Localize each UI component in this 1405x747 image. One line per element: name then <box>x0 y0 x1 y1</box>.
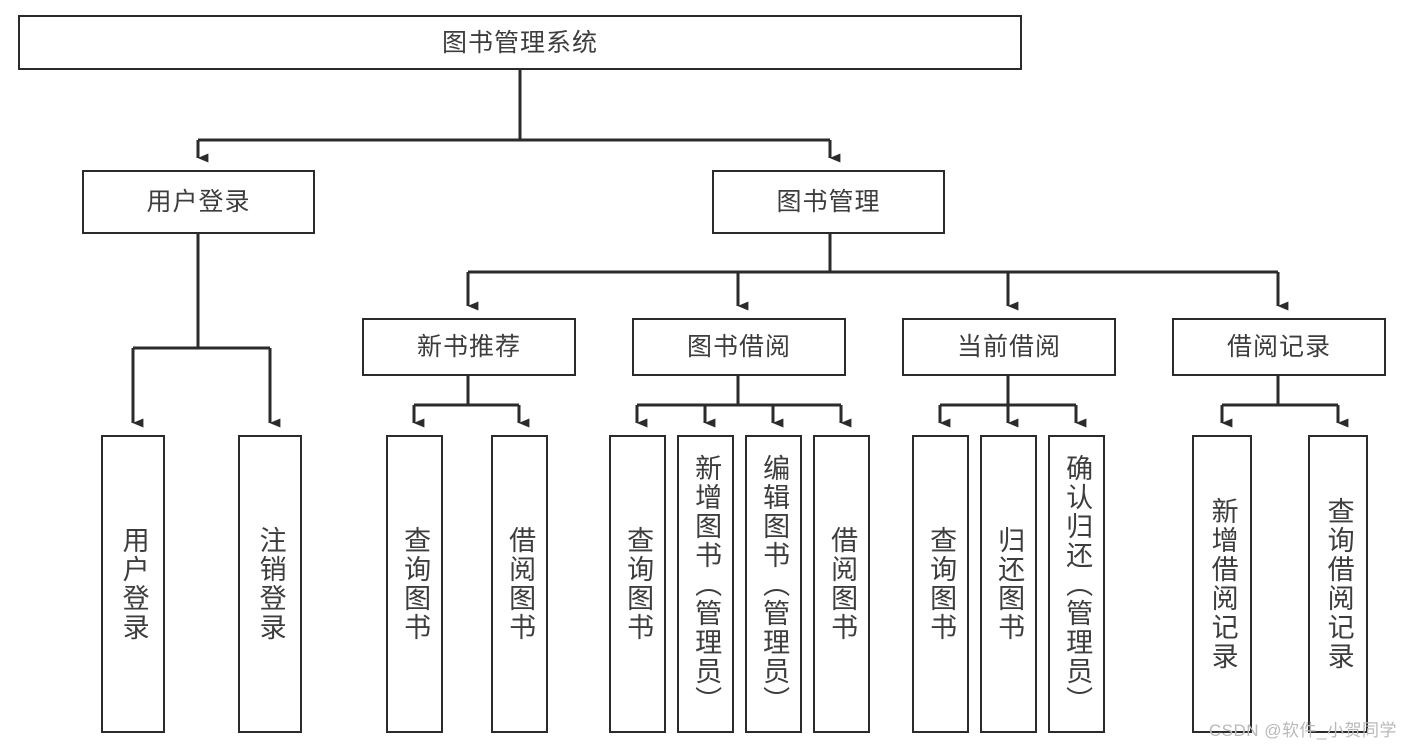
leaf-new-book-query[interactable]: 查询图书 <box>386 435 443 733</box>
node-book-management[interactable]: 图书管理 <box>712 170 945 234</box>
leaf-book-borrow-query[interactable]: 查询图书 <box>609 435 666 733</box>
leaf-current-borrow-query[interactable]: 查询图书 <box>912 435 969 733</box>
connectors-newbook-to-leaves <box>412 376 530 428</box>
node-user-login[interactable]: 用户登录 <box>82 170 315 234</box>
leaf-borrow-record-add[interactable]: 新增借阅记录 <box>1192 435 1252 733</box>
leaf-borrow-record-query[interactable]: 查询借阅记录 <box>1308 435 1368 733</box>
leaf-book-borrow-borrow[interactable]: 借阅图书 <box>813 435 870 733</box>
connectors-userlogin-to-leaves <box>131 234 281 428</box>
leaf-current-borrow-confirm-return-admin[interactable]: 确认归还（管理员） <box>1048 435 1105 733</box>
leaf-new-book-borrow[interactable]: 借阅图书 <box>491 435 548 733</box>
connectors-root-to-level2 <box>196 70 841 163</box>
node-book-borrow[interactable]: 图书借阅 <box>632 318 846 376</box>
node-current-borrow[interactable]: 当前借阅 <box>902 318 1116 376</box>
connectors-bookborrow-to-leaves <box>635 376 852 428</box>
leaf-current-borrow-return[interactable]: 归还图书 <box>980 435 1037 733</box>
connectors-borrowrecord-to-leaves <box>1220 376 1349 428</box>
leaf-book-borrow-edit-admin[interactable]: 编辑图书（管理员） <box>745 435 802 733</box>
leaf-user-login-signin[interactable]: 用户登录 <box>101 435 165 733</box>
leaf-user-login-signout[interactable]: 注销登录 <box>238 435 302 733</box>
node-new-book-recommend[interactable]: 新书推荐 <box>362 318 576 376</box>
node-root-book-management-system[interactable]: 图书管理系统 <box>18 15 1022 70</box>
connectors-currentborrow-to-leaves <box>938 376 1087 428</box>
leaf-book-borrow-add-admin[interactable]: 新增图书（管理员） <box>677 435 734 733</box>
node-borrow-record[interactable]: 借阅记录 <box>1172 318 1386 376</box>
connectors-bookmgmt-to-level3 <box>466 234 1289 311</box>
